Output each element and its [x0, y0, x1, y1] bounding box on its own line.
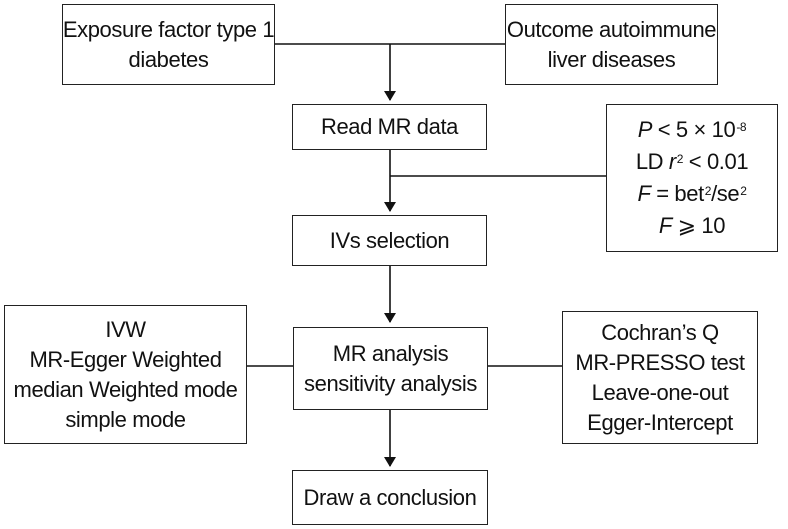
conclusion-box: Draw a conclusion — [292, 470, 488, 525]
method-mr-egger: MR-Egger Weighted — [29, 346, 222, 372]
test-leave-one-out: Leave-one-out — [591, 379, 729, 405]
criteria-box: P < 5 × 10-8 LD r2 < 0.01 F = bet2/se2 F… — [606, 104, 778, 252]
test-egger-intercept: Egger-Intercept — [587, 409, 733, 435]
test-mr-presso: MR-PRESSO test — [575, 349, 745, 375]
method-ivw: IVW — [105, 316, 146, 342]
methods-box: IVW MR-Egger Weighted median Weighted mo… — [4, 305, 247, 444]
test-cochrans-q: Cochran’s Q — [601, 319, 719, 345]
criteria-f-formula: F = bet2/se2 — [637, 181, 747, 206]
ivs-selection-box: IVs selection — [292, 215, 487, 266]
read-mr-data-label: Read MR data — [320, 114, 459, 139]
exposure-line-2: diabetes — [128, 46, 209, 72]
conclusion-label: Draw a conclusion — [303, 484, 477, 510]
method-weighted-median: median Weighted mode — [13, 376, 238, 402]
tests-box: Cochran’s Q MR-PRESSO test Leave-one-out… — [562, 311, 758, 444]
exposure-box: Exposure factor type 1 diabetes — [62, 4, 275, 85]
outcome-line-1: Outcome autoimmune — [506, 16, 717, 42]
sensitivity-analysis-label: sensitivity analysis — [304, 370, 477, 396]
criteria-p-value: P < 5 × 10-8 — [637, 117, 747, 142]
exposure-line-1: Exposure factor type 1 — [62, 16, 275, 42]
criteria-f-threshold: F ⩾ 10 — [658, 213, 726, 238]
read-mr-data-box: Read MR data — [292, 104, 487, 150]
criteria-ld: LD r2 < 0.01 — [635, 149, 749, 174]
ivs-selection-label: IVs selection — [329, 227, 450, 253]
mr-analysis-box: MR analysis sensitivity analysis — [293, 327, 488, 410]
outcome-line-2: liver diseases — [547, 46, 676, 72]
method-simple-mode: simple mode — [65, 406, 186, 432]
outcome-box: Outcome autoimmune liver diseases — [505, 4, 718, 85]
mr-analysis-label: MR analysis — [332, 340, 449, 366]
